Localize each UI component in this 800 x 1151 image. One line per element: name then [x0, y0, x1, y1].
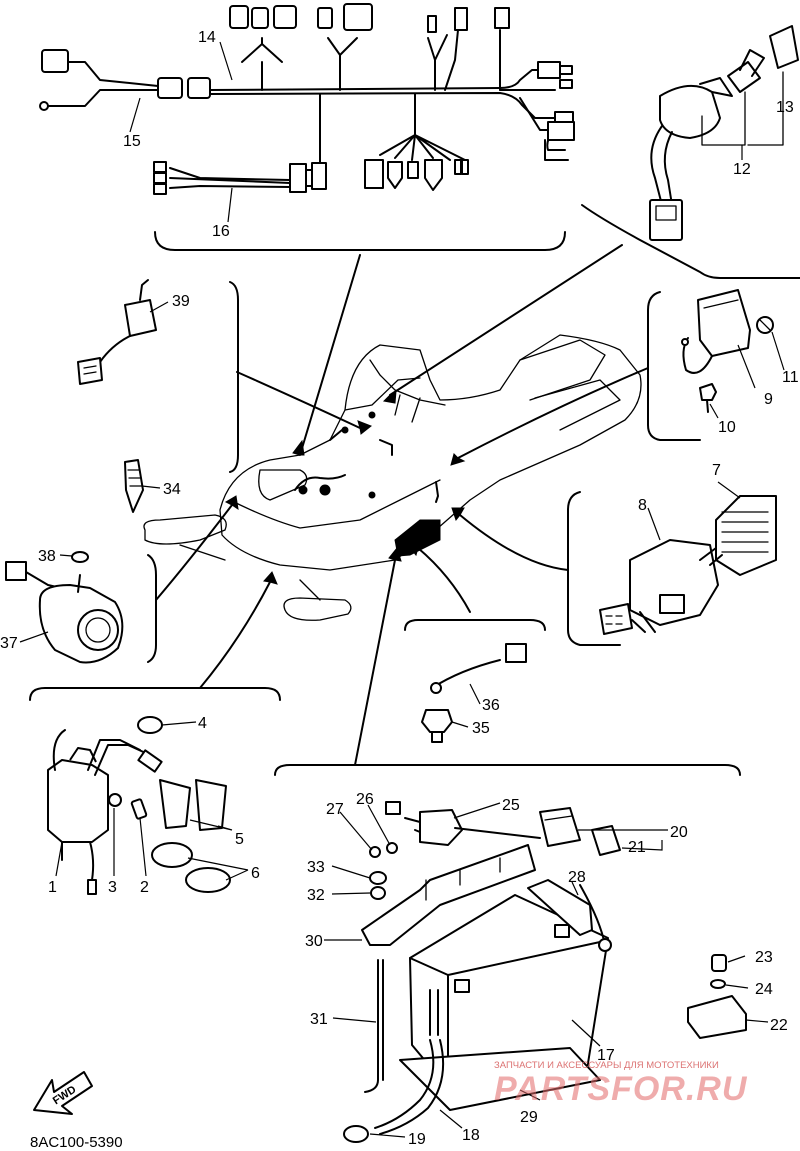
snowmobile-body	[143, 334, 642, 621]
callout-11: 11	[782, 369, 799, 386]
sub-harness-16	[153, 161, 313, 195]
callout-10: 10	[718, 419, 736, 436]
callout-18: 18	[462, 1127, 480, 1144]
cdi-unit-9-assembly	[681, 289, 774, 413]
callout-8: 8	[638, 497, 647, 514]
callout-27: 27	[326, 801, 344, 818]
callout-2: 2	[140, 879, 149, 896]
battery-group	[343, 801, 747, 1143]
watermark-brand: PARTSFOR.RU	[494, 1070, 748, 1108]
callout-33: 33	[307, 859, 325, 876]
ignition-coil-group	[47, 716, 231, 895]
callout-24: 24	[755, 981, 773, 998]
callout-13: 13	[776, 99, 794, 116]
callout-3: 3	[108, 879, 117, 896]
callout-30: 30	[305, 933, 323, 950]
regulator-7-8-assembly	[599, 495, 777, 635]
leader-lines	[19, 41, 785, 1138]
resistor-37-38	[5, 551, 124, 664]
main-switch-assembly	[649, 25, 799, 241]
callout-38: 38	[38, 548, 56, 565]
main-wire-harness	[157, 3, 575, 191]
callout-1: 1	[48, 879, 57, 896]
callout-19: 19	[408, 1131, 426, 1148]
wire-tie-34	[124, 459, 144, 513]
callout-29: 29	[520, 1109, 538, 1126]
sub-harness-15	[39, 49, 159, 111]
callout-23: 23	[755, 949, 773, 966]
group-brackets	[29, 204, 800, 776]
callout-36: 36	[482, 697, 500, 714]
callout-7: 7	[712, 462, 721, 479]
callout-37: 37	[0, 635, 18, 652]
callout-26: 26	[356, 791, 374, 808]
callout-9: 9	[764, 391, 773, 408]
watermark: ЗАПЧАСТИ И АКСЕССУАРЫ ДЛЯ МОТОТЕХНИКИ PA…	[494, 1060, 748, 1108]
callout-14: 14	[198, 29, 216, 46]
callout-35: 35	[472, 720, 490, 737]
callout-21: 21	[628, 839, 646, 856]
callout-5: 5	[235, 831, 244, 848]
forward-direction-arrow: FWD	[33, 1071, 93, 1115]
callout-6: 6	[251, 865, 260, 882]
callout-39: 39	[172, 293, 190, 310]
callout-25: 25	[502, 797, 520, 814]
callout-22: 22	[770, 1017, 788, 1034]
sensor-35-36	[421, 643, 527, 743]
callout-15: 15	[123, 133, 141, 150]
callout-4: 4	[198, 715, 207, 732]
callout-17: 17	[597, 1047, 615, 1064]
callout-32: 32	[307, 887, 325, 904]
callout-28: 28	[568, 869, 586, 886]
stop-switch-39	[77, 279, 157, 385]
callout-labels: 1 2 3 4 5 6 7 8 9 10 11 12 13 14 15 16 1…	[0, 29, 799, 1148]
callout-12: 12	[733, 161, 751, 178]
callout-16: 16	[212, 223, 230, 240]
callout-34: 34	[163, 481, 181, 498]
callout-20: 20	[670, 824, 688, 841]
diagram-code: 8AC100-5390	[30, 1134, 123, 1151]
callout-31: 31	[310, 1011, 328, 1028]
watermark-tagline: ЗАПЧАСТИ И АКСЕССУАРЫ ДЛЯ МОТОТЕХНИКИ	[494, 1060, 719, 1071]
